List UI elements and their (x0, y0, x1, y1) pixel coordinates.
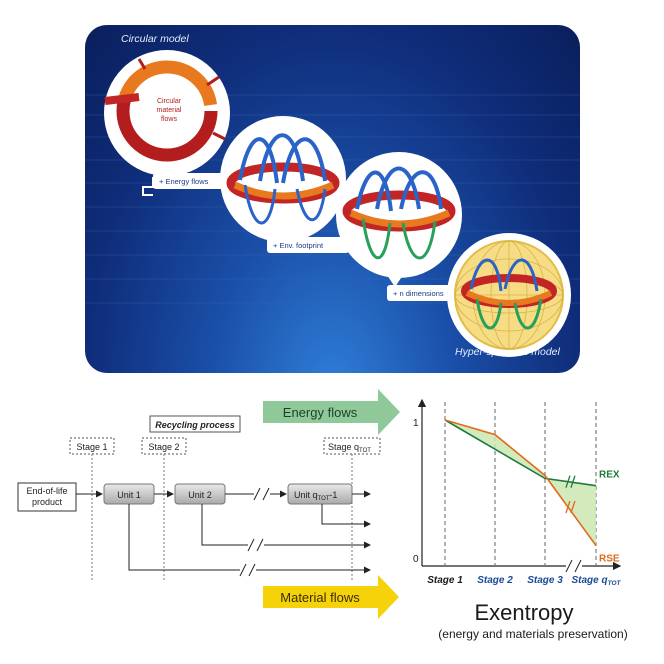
series-label-rse: RSE (599, 554, 620, 565)
exentropy-area (445, 420, 596, 546)
energy-flows-label: Energy flows (283, 405, 358, 420)
y-tick-zero: 0 (413, 554, 419, 565)
recycling-process-label: Recycling process (149, 415, 241, 433)
circular-model-title: Circular model (121, 33, 189, 45)
stage-q-sub: TOT (359, 448, 371, 454)
series-break-rse-0 (565, 500, 571, 514)
unit-2-box: Unit 2 (174, 483, 226, 505)
end-of-life-text2: product (32, 497, 63, 507)
stage-dotted-lines (91, 454, 353, 580)
series-label-rex: REX (599, 470, 620, 481)
circle-footprint-model (336, 152, 462, 287)
stage-2-text: Stage 2 (148, 442, 179, 452)
unit-1-box: Unit 1 (103, 483, 155, 505)
end-of-life-product-box: End-of-life product (17, 482, 77, 512)
x-tick-label-1: Stage 1 (427, 575, 463, 586)
unit-1-text: Unit 1 (117, 490, 141, 500)
process-flow-lines (76, 490, 371, 574)
stage-1-text: Stage 1 (76, 442, 107, 452)
break-marks (239, 487, 270, 577)
series-line-rse (444, 419, 597, 547)
svg-text:Unit qTOT-1: Unit qTOT-1 (294, 490, 337, 502)
callout-footprint-text: + Env. footprint (273, 241, 324, 250)
callout-dimensions-text: + n dimensions (393, 289, 444, 298)
x-axis-break-1 (565, 559, 573, 573)
unit-2-text: Unit 2 (188, 490, 212, 500)
series-line-rex (444, 419, 597, 487)
model-evolution-illustration: Circular model Hyper-spherical model Cir… (85, 33, 580, 358)
circle-label-line3: flows (161, 116, 177, 123)
recycling-process-text: Recycling process (155, 420, 235, 430)
circle-energy-model (220, 116, 346, 251)
unit-q-suffix: -1 (329, 490, 337, 500)
end-of-life-text1: End-of-life (26, 486, 67, 496)
series-break-rex-1 (570, 475, 576, 488)
callout-energy-text: + Energy flows (159, 177, 209, 186)
circle-hyperspherical-model (447, 233, 571, 357)
stage-1-label: Stage 1 (69, 437, 115, 455)
material-flows-arrow: Material flows (263, 575, 399, 619)
unit-q-main: Unit q (294, 490, 318, 500)
process-and-chart: Recycling process Stage 1 Stage 2 Stage … (0, 380, 664, 664)
unit-q-sub: TOT (318, 496, 330, 502)
stage-q-main: Stage q (328, 442, 359, 452)
stage-2-label: Stage 2 (141, 437, 187, 455)
stage-q-label: Stage qTOT (323, 437, 381, 455)
x-axis-break-2 (574, 559, 582, 573)
circular-to-hyperspherical-panel: Circular model Hyper-spherical model Cir… (85, 25, 580, 373)
circle-label-line1: Circular (157, 98, 182, 105)
series-break-rse-1 (570, 500, 576, 514)
material-flows-label: Material flows (280, 590, 360, 605)
svg-text:Stage qTOT: Stage qTOT (328, 442, 371, 454)
unit-q-box: Unit qTOT-1 (287, 483, 353, 505)
energy-flows-arrow: Energy flows (263, 389, 400, 435)
x-tick-label-4: Stage qTOT (571, 575, 621, 587)
y-tick-one: 1 (413, 418, 419, 429)
exentropy-title: Exentropy (474, 600, 574, 625)
series-break-rex-0 (565, 475, 571, 488)
circle-circular-model: Circular material flows (104, 50, 230, 185)
process-diagram: Recycling process Stage 1 Stage 2 Stage … (17, 389, 622, 619)
circle-label-line2: material (157, 107, 182, 114)
exentropy-chart: 1 0 REX RSE Stage 1 Stage 2 Stage 3 Stage qT… (413, 398, 622, 587)
x-tick-label-3: Stage 3 (527, 575, 563, 586)
exentropy-subtitle: (energy and materials preservation) (438, 627, 628, 641)
x-tick-label-2: Stage 2 (477, 575, 513, 586)
